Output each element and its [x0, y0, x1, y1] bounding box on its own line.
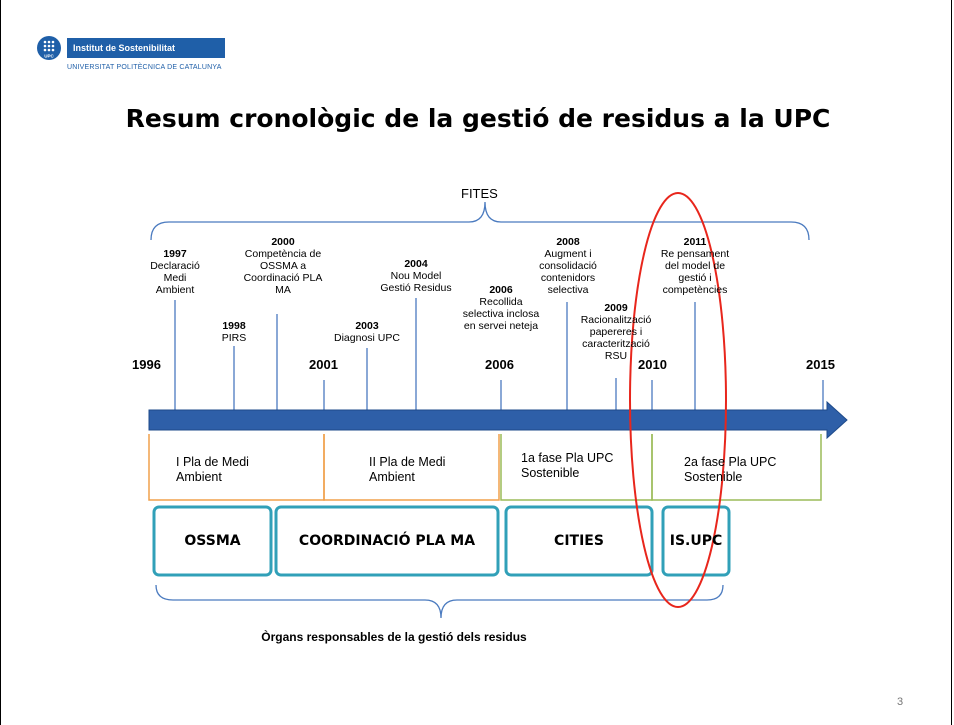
- institute-name: Institut de Sostenibilitat: [67, 38, 225, 58]
- highlight-ellipse: [629, 192, 727, 608]
- organ-isupc: IS.UPC: [669, 533, 723, 549]
- organ-box-ossma: [152, 505, 273, 577]
- organ-box-cities: [504, 505, 654, 577]
- period-bracket-2: [323, 434, 500, 501]
- fites-brace: [150, 201, 810, 241]
- milestone-ticks: [174, 298, 824, 410]
- upc-logo-icon: UPC: [37, 36, 61, 60]
- organ-box-isupc: [661, 505, 731, 577]
- organ-cities: CITIES: [554, 533, 604, 549]
- page-number: 3: [897, 696, 904, 708]
- page-title: Resum cronològic de la gestió de residus…: [125, 104, 831, 133]
- logo-letters: UPC: [44, 54, 54, 59]
- organs-brace: [155, 584, 724, 619]
- year-2010: 2010: [638, 357, 667, 372]
- year-2001: 2001: [309, 357, 338, 372]
- timeline-arrow: [148, 400, 848, 440]
- year-1996: 1996: [132, 357, 161, 372]
- fites-label: FITES: [461, 186, 498, 201]
- organ-box-coordinacio: [274, 505, 500, 577]
- year-2006: 2006: [485, 357, 514, 372]
- period-bracket-4: [651, 434, 822, 501]
- institute-logo: UPC Institut de Sostenibilitat UNIVERSIT…: [37, 34, 237, 80]
- organ-coordinacio: COORDINACIÓ PLA MA: [298, 533, 476, 549]
- university-name: UNIVERSITAT POLITÈCNICA DE CATALUNYA: [67, 64, 222, 71]
- year-2015: 2015: [806, 357, 835, 372]
- organs-label: Òrgans responsables de la gestió dels re…: [261, 630, 527, 644]
- organ-ossma: OSSMA: [184, 533, 241, 549]
